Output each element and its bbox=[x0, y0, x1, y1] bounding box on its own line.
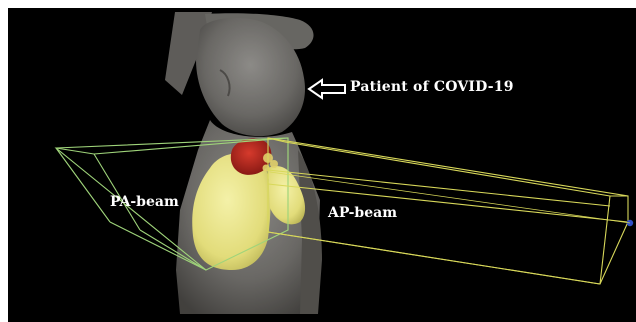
patient-label: Patient of COVID-19 bbox=[350, 80, 514, 94]
ap-beam-label: AP-beam bbox=[328, 206, 397, 220]
pa-beam-label: PA-beam bbox=[110, 195, 179, 209]
